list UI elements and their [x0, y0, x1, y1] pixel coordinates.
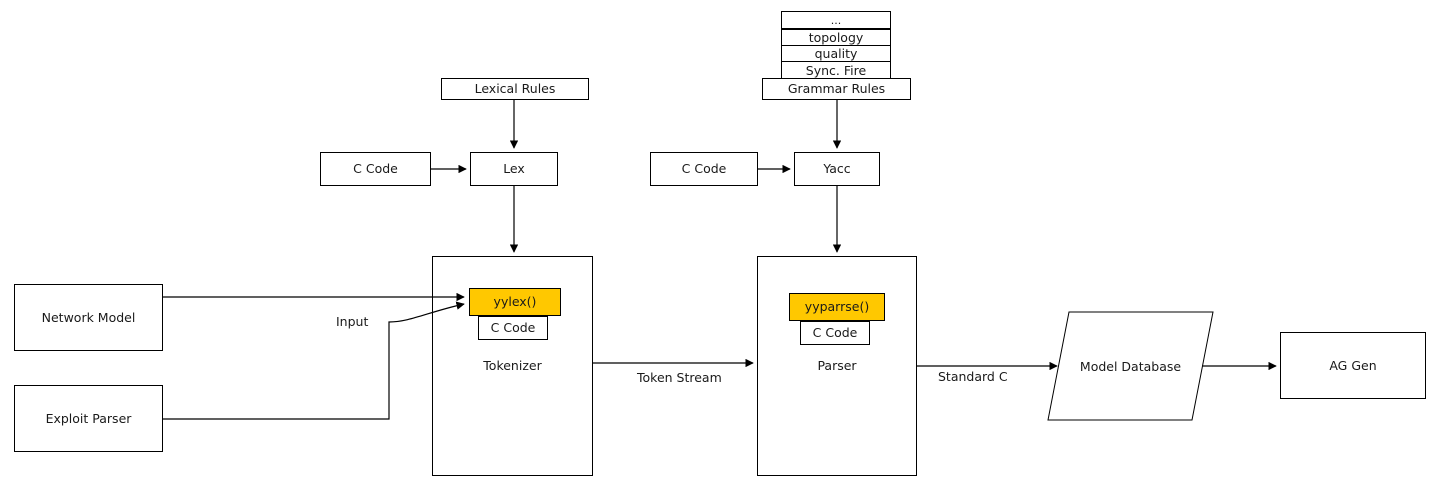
- yyparse-c-code-label: C Code: [812, 325, 858, 341]
- c-code-yacc-box: C Code: [650, 152, 758, 186]
- grammar-rules-label: Grammar Rules: [787, 81, 886, 97]
- token-stream-edge-label: Token Stream: [637, 370, 722, 385]
- yylex-c-code-box: C Code: [478, 316, 548, 340]
- grammar-stack-row-label: Sync. Fire: [805, 62, 867, 78]
- yyparse-label: yyparrse(): [804, 299, 870, 315]
- yylex-label: yylex(): [493, 294, 537, 310]
- grammar-stack-row-label: topology: [808, 30, 864, 45]
- exploit-parser-label: Exploit Parser: [45, 410, 132, 426]
- grammar-stack-row-topology: topology: [781, 29, 891, 46]
- lexical-rules-box: Lexical Rules: [441, 78, 589, 100]
- yacc-box: Yacc: [794, 152, 880, 186]
- yyparse-box: yyparrse(): [789, 293, 885, 321]
- tokenizer-caption: Tokenizer: [432, 358, 593, 373]
- wire-exploit-parser-to-yylex: [163, 301, 465, 420]
- grammar-stack-row-sync-fire: Sync. Fire: [781, 61, 891, 79]
- model-database-label-wrap: Model Database: [1048, 359, 1213, 374]
- token-stream-edge-label-text: Token Stream: [637, 370, 722, 385]
- input-edge-label-text: Input: [336, 314, 369, 329]
- ag-gen-box: AG Gen: [1280, 332, 1426, 399]
- c-code-lex-box: C Code: [320, 152, 431, 186]
- yyparse-c-code-box: C Code: [800, 321, 870, 345]
- grammar-stack-row-ellipsis: ...: [781, 11, 891, 29]
- parser-caption: Parser: [757, 358, 917, 373]
- grammar-stack-row-label: quality: [814, 46, 858, 61]
- lex-box: Lex: [470, 152, 558, 186]
- grammar-stack-row-quality: quality: [781, 45, 891, 62]
- exploit-parser-box: Exploit Parser: [14, 385, 163, 452]
- yylex-box: yylex(): [469, 288, 561, 316]
- c-code-lex-label: C Code: [353, 161, 398, 177]
- standard-c-edge-label-text: Standard C: [938, 369, 1008, 384]
- ag-gen-label: AG Gen: [1329, 357, 1377, 373]
- parser-caption-label: Parser: [817, 358, 857, 373]
- model-database-label: Model Database: [1079, 359, 1182, 374]
- tokenizer-caption-label: Tokenizer: [483, 358, 542, 373]
- parser-container: [757, 256, 917, 476]
- standard-c-edge-label: Standard C: [938, 369, 1008, 384]
- lexical-rules-label: Lexical Rules: [474, 81, 556, 97]
- grammar-stack-row-label: ...: [830, 13, 842, 27]
- grammar-rules-box: Grammar Rules: [762, 78, 911, 100]
- network-model-label: Network Model: [41, 309, 136, 325]
- lex-label: Lex: [503, 161, 525, 177]
- network-model-box: Network Model: [14, 284, 163, 351]
- c-code-yacc-label: C Code: [681, 161, 727, 177]
- input-edge-label: Input: [336, 314, 368, 329]
- yylex-c-code-label: C Code: [490, 320, 536, 336]
- yacc-label: Yacc: [823, 161, 851, 177]
